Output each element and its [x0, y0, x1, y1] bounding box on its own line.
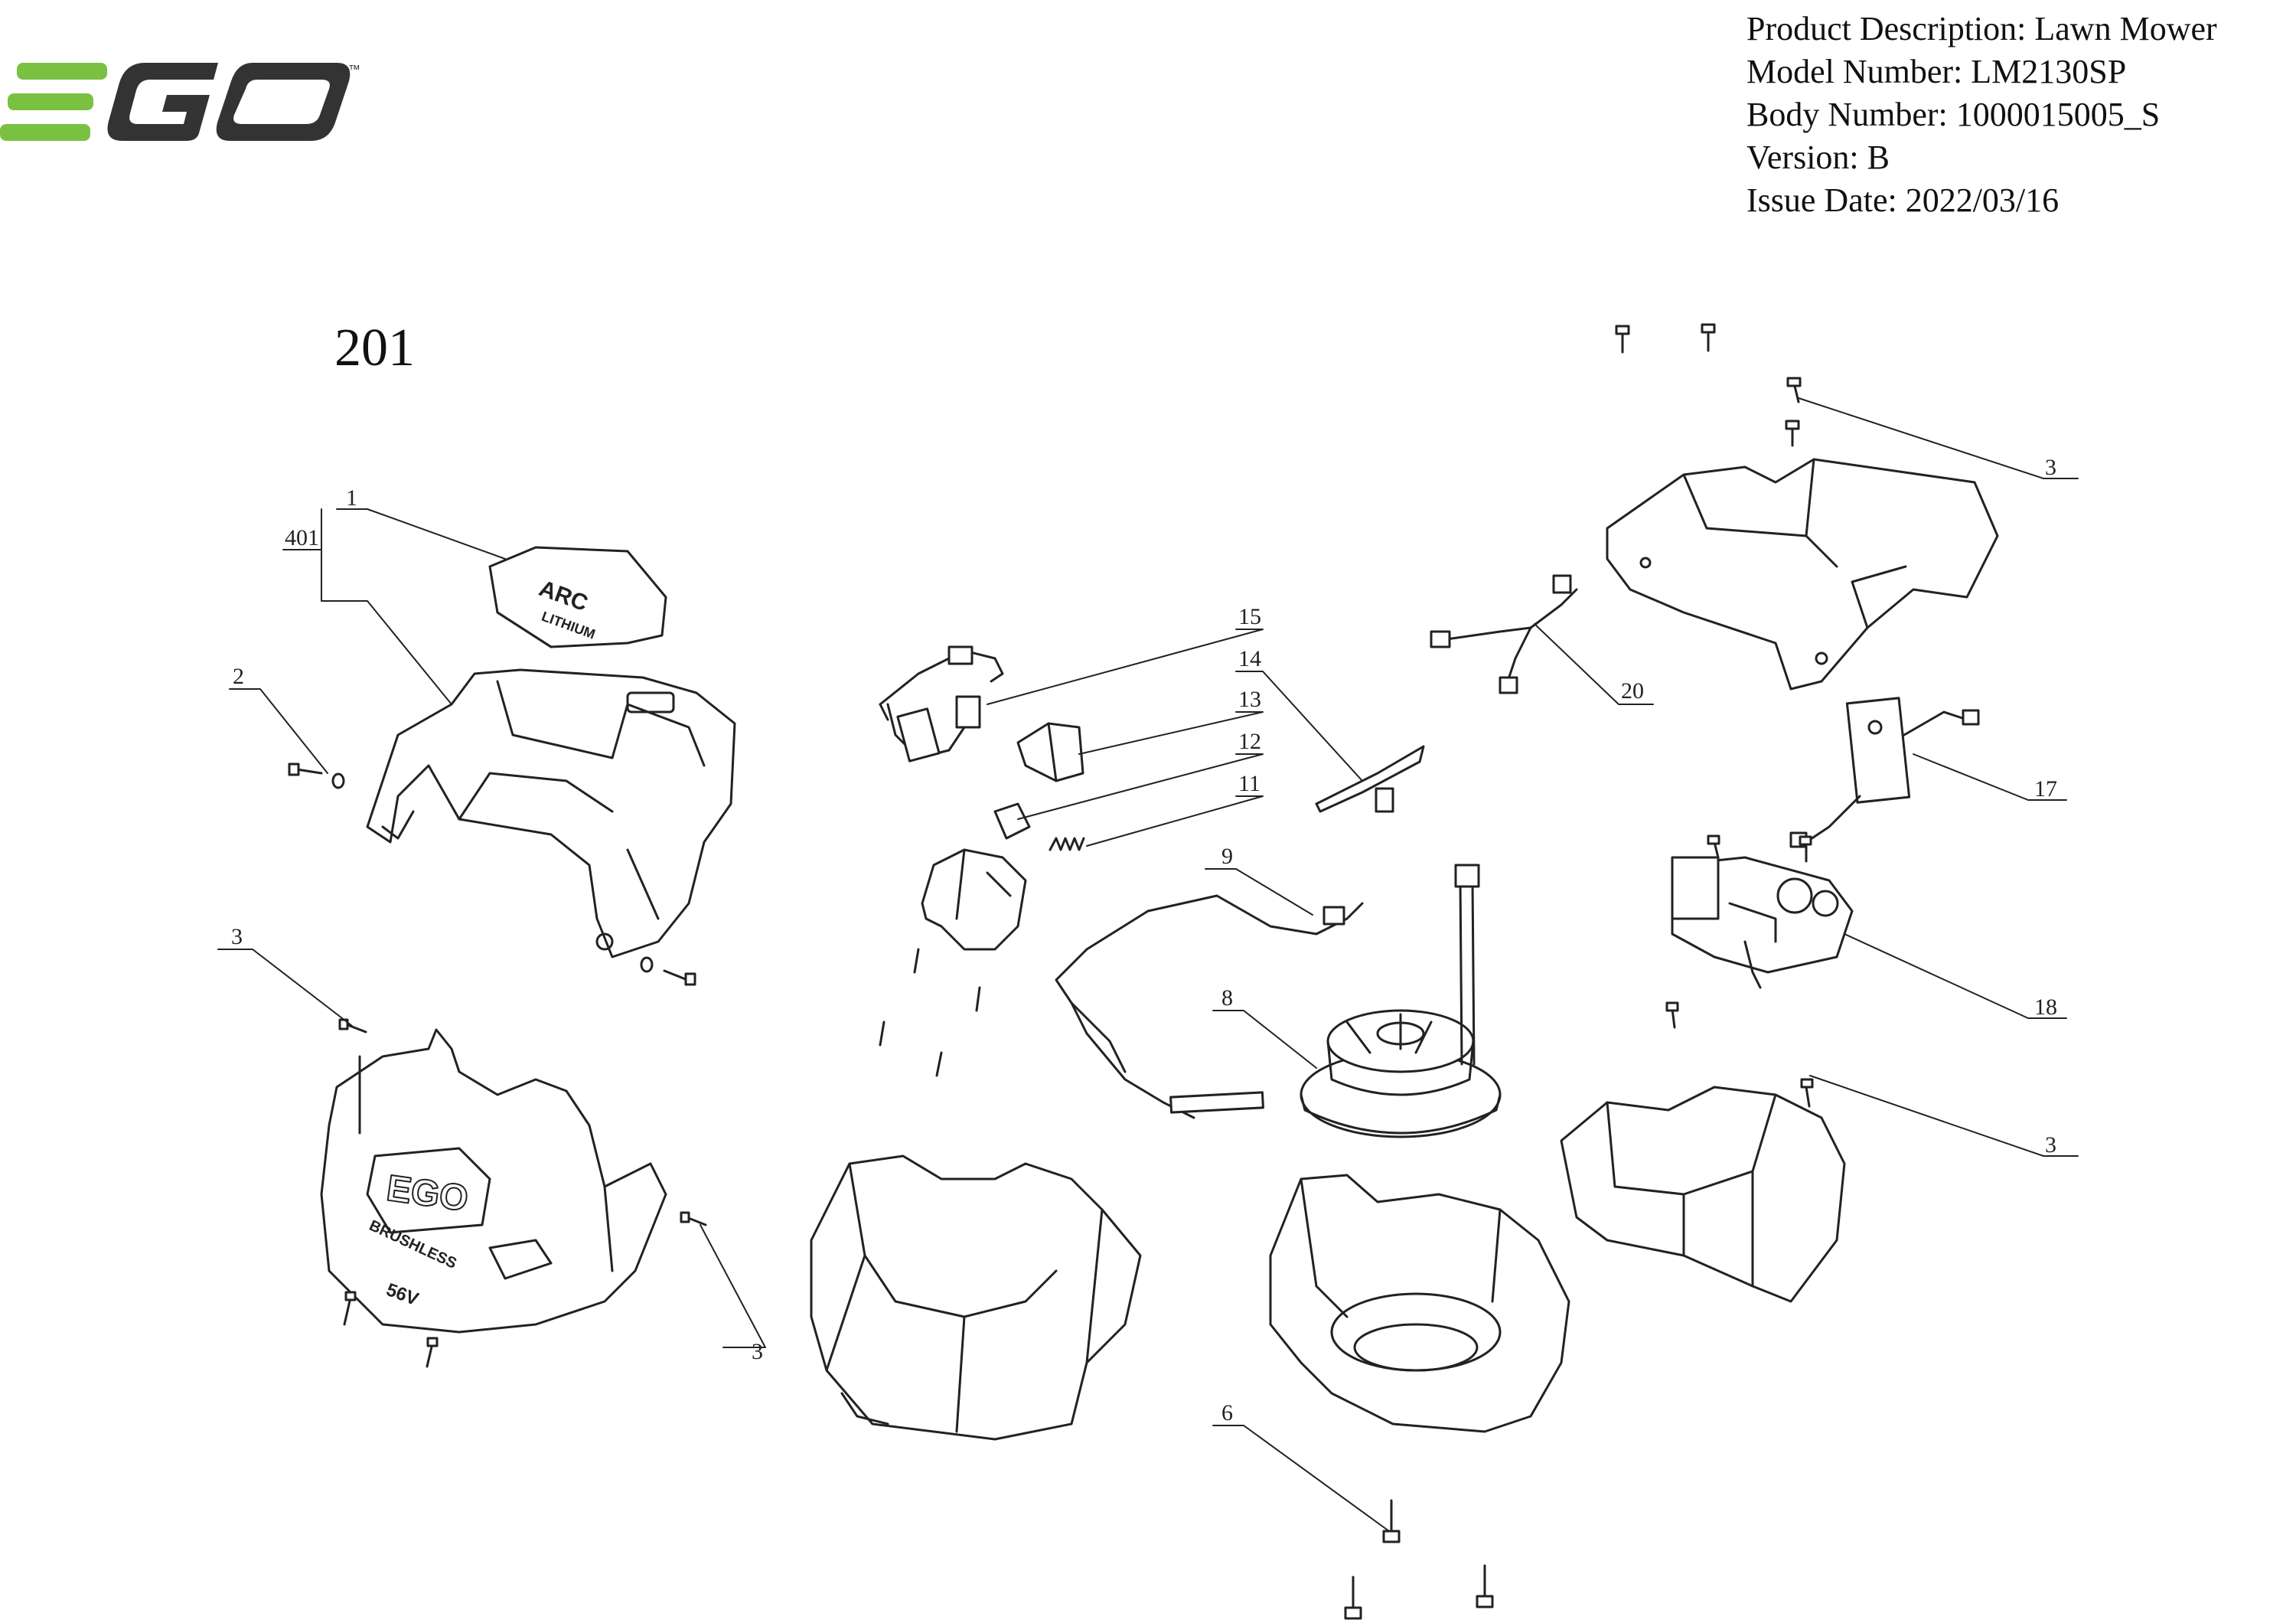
callout-401: 401 [285, 525, 319, 550]
part-8-motor [1300, 864, 1502, 1138]
leader-17 [1913, 753, 2067, 801]
part-6-bolts [1344, 1499, 1494, 1620]
leader-15 [987, 629, 1264, 705]
product-info-block: Product Description: Lawn Mower Model Nu… [1746, 8, 2282, 222]
ego-logo-e-mark [0, 63, 107, 141]
leader-3b [700, 1224, 766, 1348]
part-9-wire-harness [1055, 894, 1364, 1119]
leader-2 [229, 688, 328, 774]
callout-20: 20 [1621, 678, 1644, 704]
callout-1: 1 [346, 485, 357, 511]
ego-logo-go-letters [107, 63, 351, 141]
leader-6 [1212, 1425, 1390, 1532]
motor-mount-housing [1269, 1174, 1570, 1433]
callout-15: 15 [1238, 604, 1261, 629]
callout-13: 13 [1238, 687, 1261, 712]
leader-3c [1798, 397, 2079, 479]
leader-20 [1534, 623, 1654, 705]
version: Version: B [1746, 139, 1890, 176]
center-battery-housing [810, 1154, 1142, 1441]
part-20-harness [1430, 574, 1578, 694]
callout-18: 18 [2034, 994, 2057, 1020]
callout-leaders [217, 397, 2079, 1532]
rear-handle-housing [1606, 323, 1999, 691]
body-number: Body Number: 1000015005_S [1746, 96, 2161, 133]
trademark-symbol: ™ [348, 64, 360, 77]
product-description: Product Description: Lawn Mower [1746, 10, 2217, 47]
callout-6: 6 [1221, 1400, 1233, 1425]
part-2-screw-washer [288, 763, 696, 986]
part-14-cable-clip [1315, 745, 1425, 813]
part-18-controller [1665, 834, 1854, 1029]
callout-11: 11 [1238, 771, 1261, 796]
callout-2: 2 [233, 664, 244, 689]
callout-14: 14 [1238, 646, 1261, 671]
leader-14 [1235, 671, 1363, 782]
callout-9: 9 [1221, 844, 1233, 869]
leader-1 [336, 508, 506, 560]
callout-3-lower-right: 3 [2045, 1132, 2056, 1158]
callout-3-left: 3 [231, 924, 243, 949]
lower-right-chassis [1560, 1078, 1846, 1303]
leader-13 [1078, 711, 1264, 755]
switch-housing-bracket [879, 848, 1027, 1077]
part-13-switch-button [1016, 722, 1084, 782]
part-11-spring [1049, 837, 1085, 851]
leader-3d [1809, 1075, 2079, 1157]
leader-12 [1017, 753, 1264, 820]
part-12-latch [993, 802, 1031, 840]
leader-9 [1205, 868, 1313, 916]
callout-3-front: 3 [752, 1339, 763, 1364]
page-number: 201 [334, 318, 415, 377]
part-15-switch-harness [879, 645, 1004, 763]
callout-8: 8 [1221, 985, 1233, 1011]
leader-11 [1086, 795, 1264, 847]
leader-18 [1844, 933, 2067, 1019]
model-number: Model Number: LM2130SP [1746, 53, 2127, 90]
front-housing-panel: EGO BRUSHLESS 56V [320, 1028, 667, 1334]
ego-logo: ™ [0, 60, 360, 148]
leader-3a [217, 949, 353, 1027]
leader-401 [282, 549, 452, 705]
callout-3-top-right: 3 [2045, 455, 2056, 480]
part-401-upper-shroud [366, 668, 736, 958]
issue-date: Issue Date: 2022/03/16 [1746, 181, 2060, 219]
leader-8 [1212, 1010, 1317, 1069]
callout-labels: 1 401 2 3 3 3 3 6 8 9 11 12 13 14 15 17 … [231, 455, 2057, 1425]
part-1-top-cover: ARC LITHIUM [488, 546, 667, 648]
callout-17: 17 [2034, 776, 2057, 802]
callout-12: 12 [1238, 729, 1261, 754]
part-17-switch-box [1789, 697, 1980, 848]
